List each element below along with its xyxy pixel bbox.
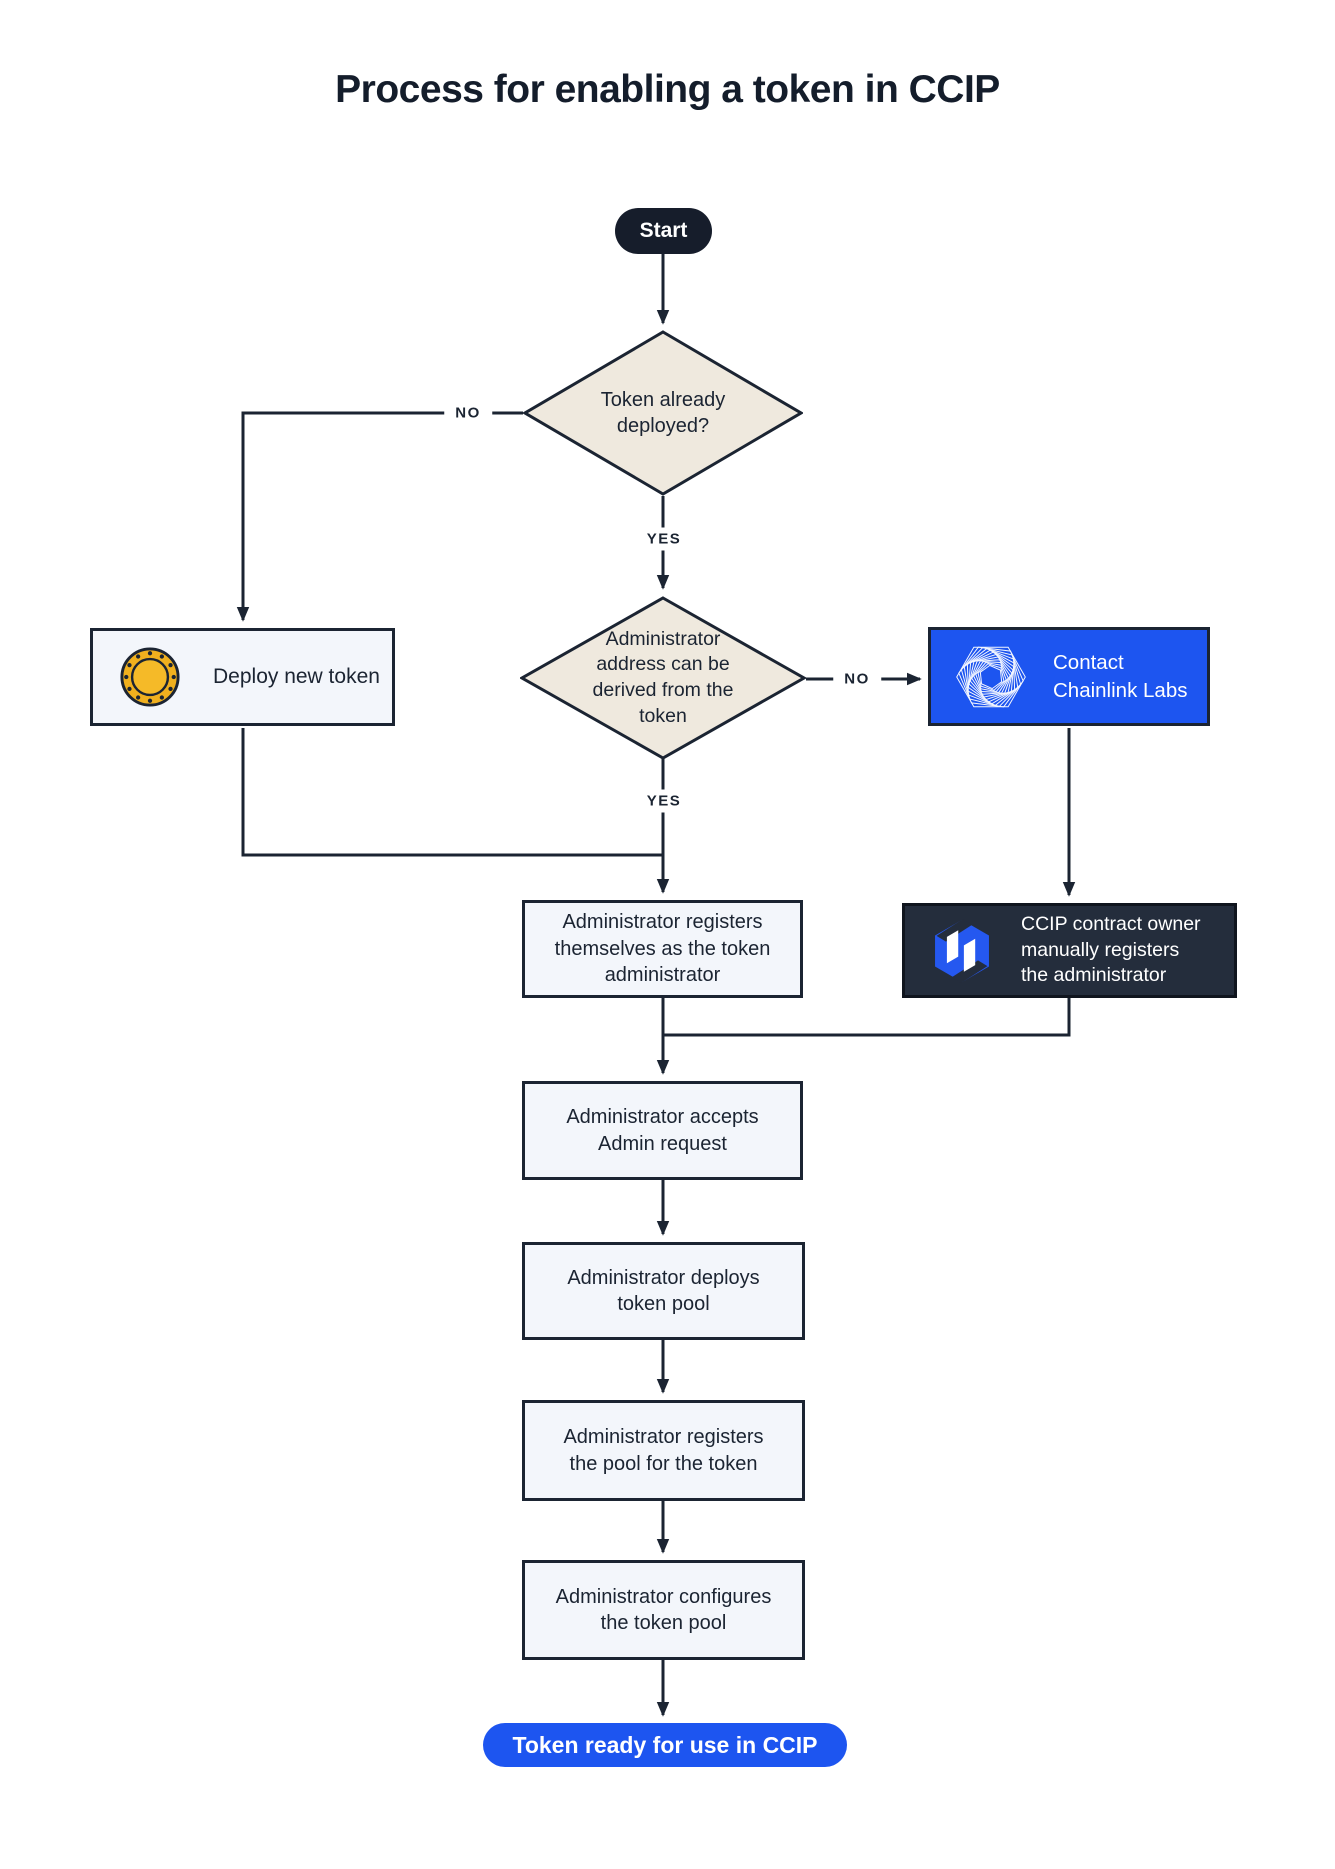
edge-label-yes-address-derived: YES bbox=[635, 789, 693, 813]
decision-token-deployed-label: Token already deployed? bbox=[600, 388, 726, 437]
decision-admin-address-derivable: Administrator address can be derived fro… bbox=[520, 596, 806, 760]
decision-admin-address-derivable-label: Administrator address can be derived fro… bbox=[592, 627, 734, 727]
edge-label-no-token-deployed: NO bbox=[444, 401, 492, 425]
ccip-logo-icon bbox=[935, 918, 989, 983]
page-title: Process for enabling a token in CCIP bbox=[335, 68, 1000, 111]
step-admin-accepts-request-label: Administrator accepts Admin request bbox=[566, 1106, 759, 1155]
coin-icon bbox=[120, 647, 180, 707]
diamond-shape bbox=[520, 596, 806, 760]
step-deploy-new-token-label: Deploy new token bbox=[213, 665, 380, 689]
step-contact-chainlink-labs: Contact Chainlink Labs bbox=[928, 627, 1210, 726]
edge-label-no-address-derived: NO bbox=[833, 667, 881, 691]
end-label: Token ready for use in CCIP bbox=[512, 1731, 818, 1758]
edge-label-yes-token-deployed: YES bbox=[635, 527, 693, 551]
step-admin-configures-pool: Administrator configures the token pool bbox=[522, 1560, 805, 1660]
start-label: Start bbox=[639, 219, 688, 242]
end-node: Token ready for use in CCIP bbox=[483, 1723, 847, 1767]
step-admin-deploys-pool: Administrator deploys token pool bbox=[522, 1242, 805, 1340]
step-admin-configures-pool-label: Administrator configures the token pool bbox=[555, 1585, 772, 1634]
chainlink-labs-logo-icon bbox=[954, 642, 1028, 711]
step-admin-registers-pool: Administrator registers the pool for the… bbox=[522, 1400, 805, 1501]
step-ccip-owner-registers-label: CCIP contract owner manually registers t… bbox=[1021, 912, 1201, 987]
step-admin-registers-pool-label: Administrator registers the pool for the… bbox=[563, 1426, 764, 1475]
step-deploy-new-token: Deploy new token bbox=[90, 628, 395, 726]
diamond-shape bbox=[523, 330, 803, 496]
start-node: Start bbox=[615, 208, 712, 254]
step-ccip-owner-registers: CCIP contract owner manually registers t… bbox=[902, 903, 1237, 998]
decision-token-deployed: Token already deployed? bbox=[523, 330, 803, 496]
step-admin-accepts-request: Administrator accepts Admin request bbox=[522, 1081, 803, 1180]
step-admin-registers-self: Administrator registers themselves as th… bbox=[522, 900, 803, 998]
step-contact-chainlink-labs-label: Contact Chainlink Labs bbox=[1053, 651, 1188, 702]
step-admin-deploys-pool-label: Administrator deploys token pool bbox=[567, 1266, 760, 1315]
step-admin-registers-self-label: Administrator registers themselves as th… bbox=[554, 911, 771, 987]
